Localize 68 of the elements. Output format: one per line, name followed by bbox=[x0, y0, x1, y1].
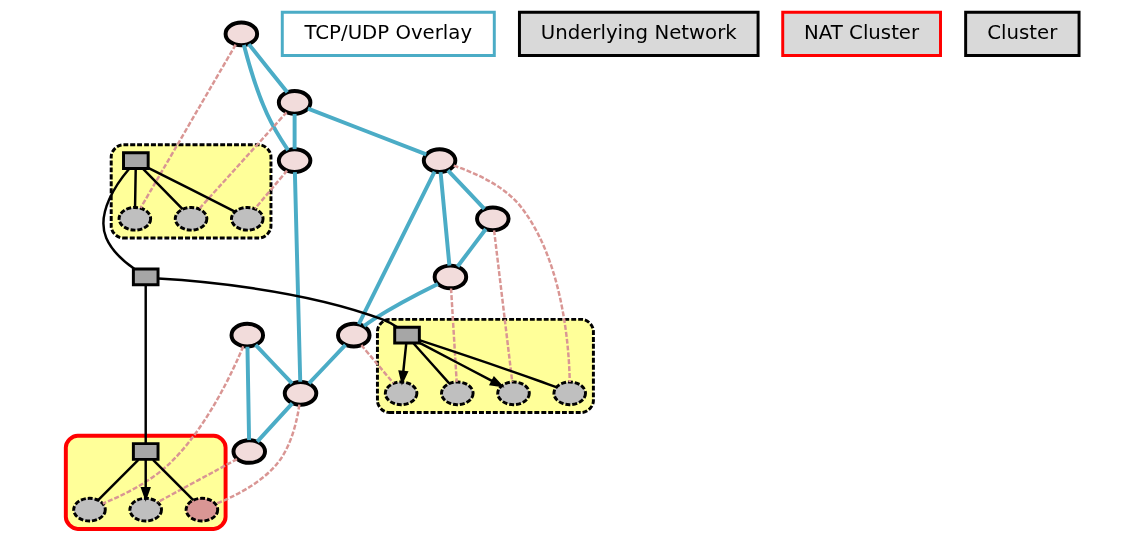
connector bbox=[152, 458, 195, 501]
node-circle bbox=[282, 380, 319, 407]
node-circle bbox=[117, 205, 153, 232]
connector bbox=[255, 402, 294, 443]
node-circle bbox=[475, 205, 511, 233]
node-box: NAT Cluster bbox=[781, 10, 942, 58]
connector bbox=[492, 230, 514, 383]
node-circle bbox=[223, 20, 260, 48]
connector bbox=[102, 345, 245, 505]
cluster bbox=[375, 317, 595, 415]
node-circle bbox=[421, 147, 458, 174]
connector bbox=[254, 343, 294, 385]
node-circle bbox=[552, 380, 587, 407]
node-circle bbox=[230, 205, 265, 232]
connector bbox=[139, 44, 237, 209]
arrow bbox=[398, 343, 409, 386]
node-circle bbox=[276, 89, 313, 116]
connector bbox=[142, 168, 184, 211]
connector bbox=[418, 339, 557, 389]
connector bbox=[241, 44, 290, 152]
connector bbox=[247, 42, 289, 94]
connector bbox=[292, 114, 297, 150]
node-circle bbox=[229, 321, 266, 349]
connector bbox=[254, 169, 288, 210]
connector bbox=[97, 458, 140, 501]
connector bbox=[453, 164, 571, 382]
node-box bbox=[131, 442, 160, 461]
node-circle bbox=[72, 496, 107, 523]
node-box: Cluster bbox=[964, 10, 1081, 58]
connector bbox=[157, 458, 238, 504]
node-box: TCP/UDP Overlay bbox=[280, 10, 496, 58]
connector bbox=[245, 346, 252, 441]
connector bbox=[362, 282, 439, 328]
node-circle bbox=[173, 205, 209, 232]
node-box: Underlying Network bbox=[517, 10, 760, 58]
connector bbox=[446, 169, 486, 211]
connector bbox=[456, 227, 488, 268]
connector bbox=[449, 288, 458, 382]
node-box bbox=[393, 325, 421, 345]
connector bbox=[158, 277, 399, 329]
arrow bbox=[140, 459, 151, 502]
connector bbox=[412, 342, 451, 385]
node-circle bbox=[231, 438, 267, 465]
connector bbox=[133, 168, 137, 208]
cluster bbox=[109, 143, 273, 240]
connector bbox=[102, 168, 135, 270]
connector bbox=[292, 172, 303, 382]
connector bbox=[360, 344, 395, 384]
connector bbox=[147, 166, 236, 213]
node-circle bbox=[276, 147, 313, 174]
connector bbox=[438, 171, 452, 266]
connector bbox=[144, 284, 147, 444]
node-circle bbox=[496, 380, 531, 407]
node-box bbox=[122, 151, 150, 170]
node-circle bbox=[128, 496, 163, 523]
node-circle bbox=[383, 380, 419, 407]
node-circle bbox=[336, 321, 372, 349]
node-box bbox=[131, 267, 160, 287]
connector bbox=[307, 106, 427, 157]
connector bbox=[198, 111, 288, 210]
connector bbox=[357, 170, 437, 325]
connector bbox=[215, 404, 301, 505]
node-circle bbox=[440, 380, 475, 407]
cluster bbox=[63, 433, 228, 531]
connector bbox=[307, 343, 347, 385]
arrow bbox=[419, 341, 505, 388]
node-circle bbox=[432, 263, 469, 291]
node-circle bbox=[184, 496, 220, 523]
